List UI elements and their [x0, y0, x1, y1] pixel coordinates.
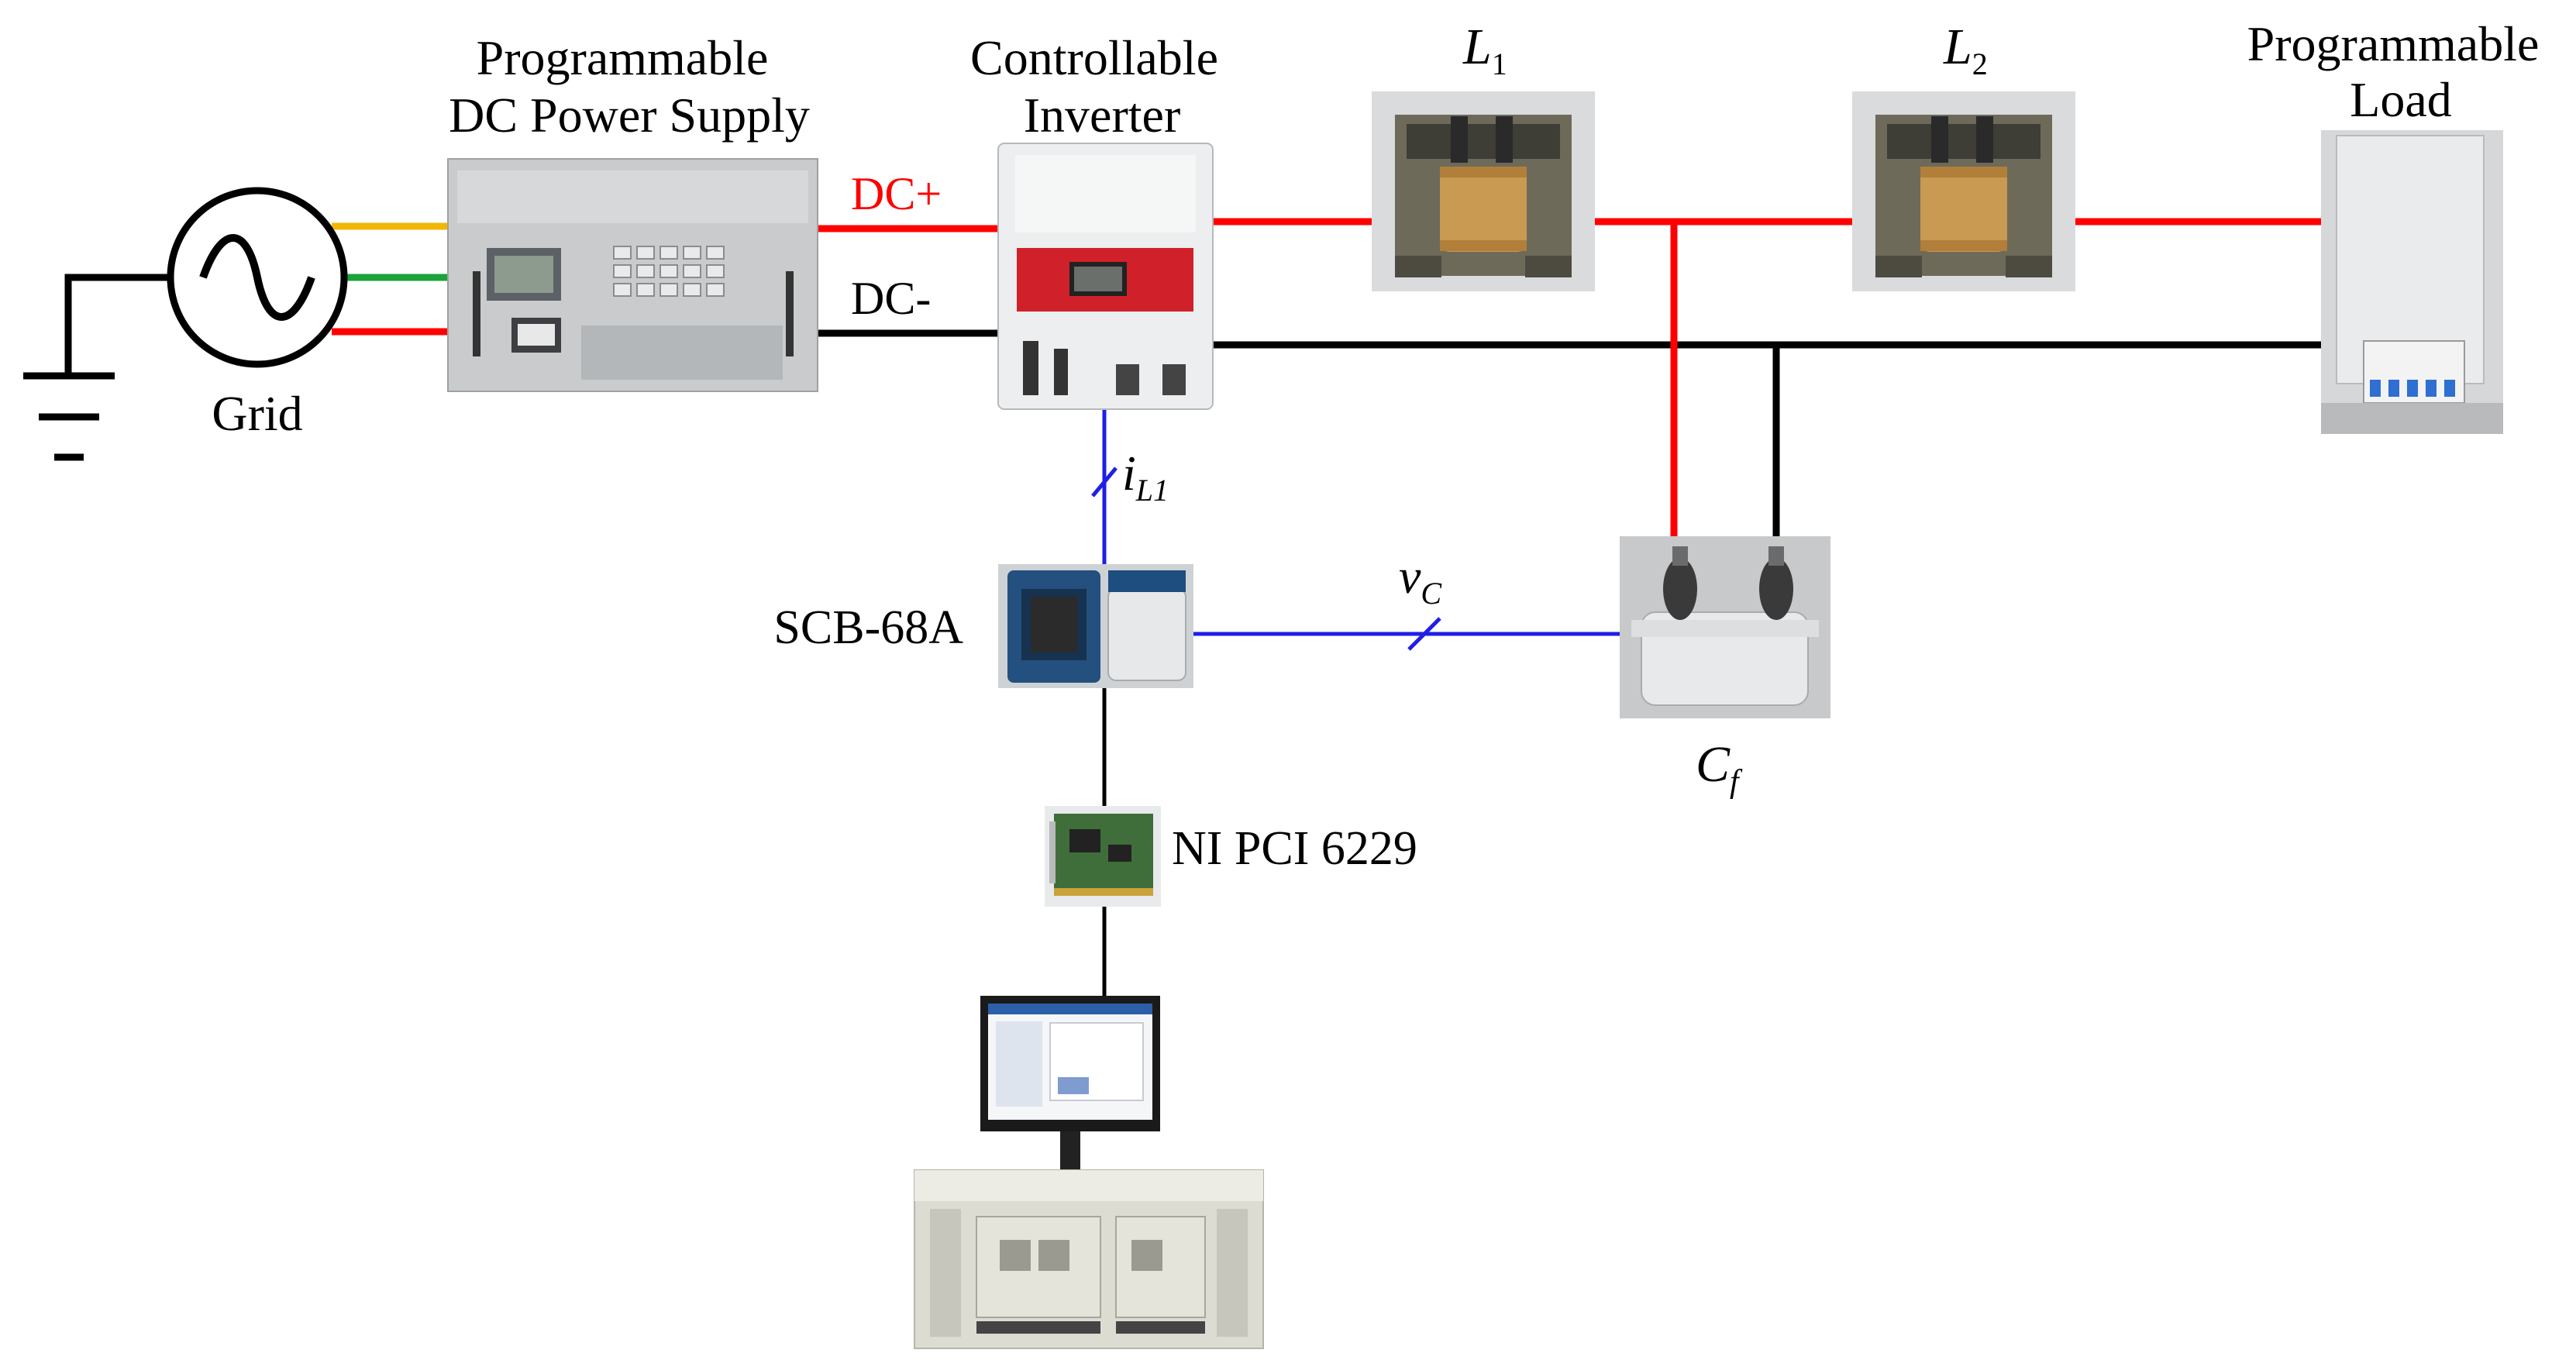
dc-minus-label: DC- — [851, 273, 931, 324]
pc-tower-image — [914, 1169, 1264, 1349]
ac-source-icon — [167, 187, 348, 368]
capacitor-cf-image — [1620, 536, 1830, 718]
current-signal-label: iL1 — [1122, 446, 1169, 508]
daq-card-image — [1045, 806, 1161, 907]
scb-68a-image — [998, 564, 1193, 688]
dc-power-supply-image — [447, 158, 818, 392]
inverter-image — [997, 143, 1214, 410]
inductor-l2-label: L2 — [1943, 19, 1988, 81]
pc-monitor-image — [980, 996, 1160, 1186]
wiring — [64, 218, 2321, 1000]
scb-label: SCB-68A — [773, 601, 963, 654]
inductor-l2-image — [1852, 91, 2075, 291]
voltage-slash — [1407, 617, 1441, 651]
ground-wire — [64, 274, 172, 376]
inductor-l1-label: L1 — [1462, 19, 1507, 81]
inductor-l1-image — [1372, 91, 1595, 291]
inverter-title-line2: Inverter — [1024, 88, 1181, 143]
current-slash — [1091, 467, 1118, 498]
grid-label: Grid — [212, 386, 302, 441]
programmable-load-image — [2321, 130, 2503, 434]
daq-label: NI PCI 6229 — [1172, 822, 1417, 875]
dc-plus-label: DC+ — [851, 168, 942, 219]
voltage-signal-label: vC — [1399, 549, 1442, 611]
dc-supply-title-line1: Programmable — [477, 30, 769, 85]
inverter-title-line1: Controllable — [970, 30, 1218, 85]
dc-supply-title-line2: DC Power Supply — [449, 88, 810, 143]
load-title-line2: Load — [2350, 72, 2452, 127]
load-title-line1: Programmable — [2247, 16, 2540, 71]
ground-icon — [23, 372, 115, 461]
capacitor-cf-label: Cf — [1696, 736, 1743, 800]
